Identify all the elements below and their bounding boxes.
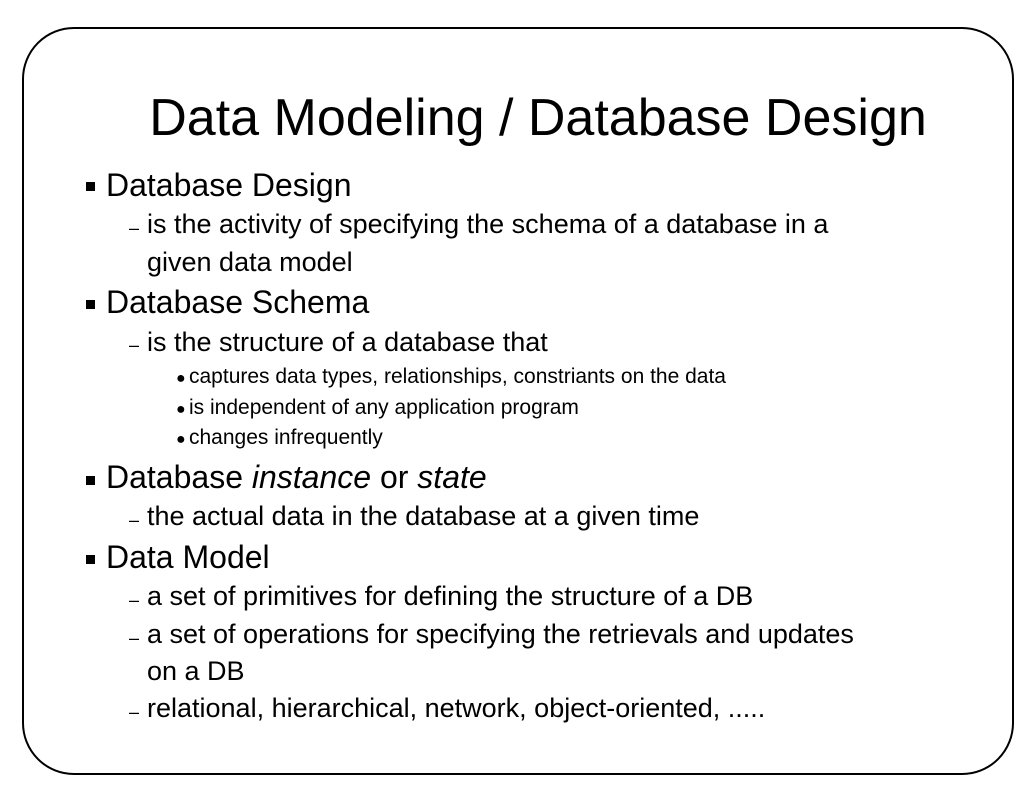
slide-title: Data Modeling / Database Design: [149, 89, 927, 147]
heading-part: Database: [106, 459, 252, 495]
dash-bullet-icon: –: [129, 510, 140, 530]
sub-item-text: changes infrequently: [189, 426, 383, 449]
dash-bullet-icon: –: [129, 218, 140, 238]
heading-part-italic: instance: [251, 459, 372, 495]
item-text-continued: given data model: [147, 247, 353, 277]
section-heading-database-instance-or-state: Database instance or state: [106, 459, 487, 495]
dash-bullet-icon: –: [129, 702, 140, 722]
item-text-continued: on a DB: [147, 656, 245, 686]
dash-bullet-icon: –: [129, 590, 140, 610]
square-bullet-icon: [86, 300, 95, 309]
dot-bullet-icon: ●: [176, 431, 186, 448]
dash-bullet-icon: –: [129, 335, 140, 355]
item-text: a set of primitives for defining the str…: [147, 581, 754, 611]
dot-bullet-icon: ●: [176, 401, 186, 418]
section-heading-data-model: Data Model: [106, 539, 270, 575]
slide-frame: [22, 27, 1014, 775]
square-bullet-icon: [86, 555, 95, 564]
sub-item-text: captures data types, relationships, cons…: [189, 365, 726, 388]
sub-item-text: is independent of any application progra…: [189, 396, 579, 419]
item-text: the actual data in the database at a giv…: [147, 501, 700, 531]
dash-bullet-icon: –: [129, 628, 140, 648]
item-text: relational, hierarchical, network, objec…: [147, 693, 766, 723]
heading-part-italic: state: [417, 459, 487, 495]
item-text: a set of operations for specifying the r…: [147, 619, 854, 649]
heading-part: or: [371, 459, 418, 495]
square-bullet-icon: [86, 476, 95, 485]
item-text: is the structure of a database that: [147, 327, 548, 357]
section-heading-database-design: Database Design: [106, 167, 352, 203]
section-heading-database-schema: Database Schema: [106, 284, 370, 320]
square-bullet-icon: [86, 182, 95, 191]
dot-bullet-icon: ●: [176, 370, 186, 387]
item-text: is the activity of specifying the schema…: [147, 209, 829, 239]
